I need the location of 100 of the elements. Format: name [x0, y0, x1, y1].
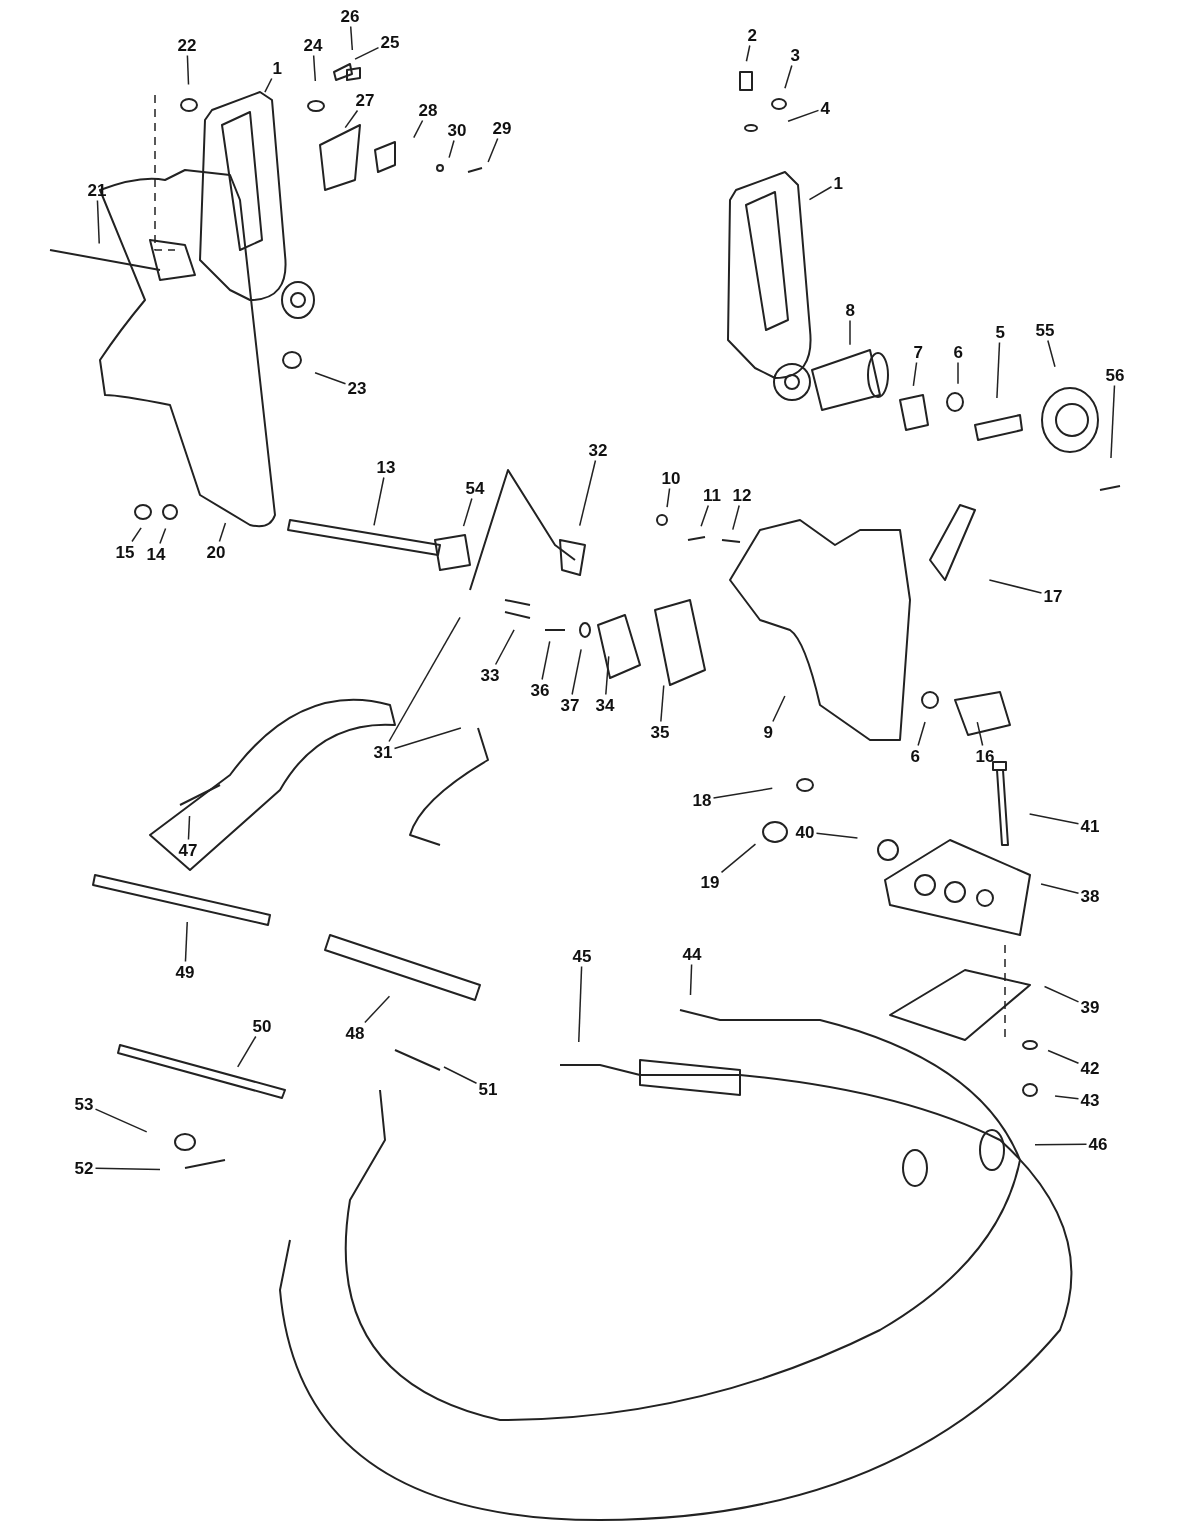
leader-line [1040, 883, 1080, 894]
callout-number: 35 [650, 722, 670, 742]
callout-number: 17 [1043, 586, 1063, 606]
leader-line [312, 54, 317, 82]
leader-line [354, 46, 380, 60]
callout-number: 1 [833, 173, 843, 193]
callout-number: 15 [115, 542, 135, 562]
leader-line [344, 109, 359, 129]
leader-line [1054, 1095, 1080, 1100]
callout-number: 9 [763, 722, 773, 742]
callout-number: 14 [146, 544, 166, 564]
callout-number: 18 [692, 790, 712, 810]
callout-number: 5 [995, 322, 1005, 342]
leader-line [571, 648, 582, 696]
callout-number: 40 [795, 822, 815, 842]
callout-number: 46 [1088, 1134, 1108, 1154]
callout-number: 24 [303, 35, 323, 55]
leader-line [94, 1167, 161, 1171]
callout-number: 6 [953, 342, 963, 362]
leader-line [605, 655, 610, 696]
leader-line [96, 199, 100, 245]
callout-number: 50 [252, 1016, 272, 1036]
leader-line [808, 186, 833, 201]
leader-line [349, 25, 354, 51]
callout-number: 41 [1080, 816, 1100, 836]
leader-line [976, 721, 984, 747]
callout-number: 31 [373, 742, 393, 762]
callout-number: 52 [74, 1158, 94, 1178]
leader-line [541, 640, 551, 681]
leader-line [314, 372, 347, 385]
callout-number: 2 [747, 25, 757, 45]
leader-line [732, 504, 740, 531]
callout-number: 49 [175, 962, 195, 982]
callout-number: 39 [1080, 997, 1100, 1017]
leader-line [494, 629, 515, 666]
leader-line [184, 921, 188, 963]
callout-number: 29 [492, 118, 512, 138]
callout-number: 26 [340, 6, 360, 26]
leader-line [787, 109, 820, 123]
callout-number: 43 [1080, 1090, 1100, 1110]
leader-line [131, 527, 142, 543]
leader-line [712, 787, 773, 799]
callout-number: 45 [572, 946, 592, 966]
leader-line [689, 963, 693, 996]
leader-line [187, 815, 191, 841]
leader-line [94, 1108, 148, 1133]
callout-number: 11 [703, 485, 721, 505]
leader-line [1034, 1143, 1088, 1146]
callout-number: 16 [975, 746, 995, 766]
leader-line [1047, 339, 1056, 368]
leader-line [988, 579, 1043, 594]
callout-number: 6 [910, 746, 920, 766]
callout-number: 56 [1105, 365, 1125, 385]
leader-line [578, 965, 583, 1043]
callout-number: 4 [820, 98, 830, 118]
callout-number: 23 [347, 378, 367, 398]
callout-number: 27 [355, 90, 375, 110]
callout-number: 25 [380, 32, 400, 52]
callout-number: 55 [1035, 320, 1055, 340]
leader-line [660, 684, 665, 723]
leader-line [388, 616, 461, 743]
callout-number: 21 [87, 180, 107, 200]
callout-number: 20 [206, 542, 226, 562]
leader-line [957, 361, 959, 385]
leader-line [1043, 985, 1080, 1003]
callout-number: 32 [588, 440, 608, 460]
callout-number: 54 [465, 478, 485, 498]
leader-line [1047, 1049, 1080, 1064]
leader-line [912, 361, 918, 387]
callout-number: 38 [1080, 886, 1100, 906]
leader-line [772, 695, 786, 723]
callout-number: 13 [376, 457, 396, 477]
callout-number: 22 [177, 35, 197, 55]
leader-line [364, 995, 391, 1024]
callout-number: 3 [790, 45, 800, 65]
leader-line [849, 319, 851, 346]
leader-line [373, 476, 385, 527]
leader-line [1028, 813, 1080, 825]
callout-number: 7 [913, 342, 923, 362]
callout-number: 1 [272, 58, 282, 78]
callout-number: 36 [530, 680, 550, 700]
leader-line [700, 504, 710, 527]
callout-number: 47 [178, 840, 198, 860]
leader-line [186, 54, 190, 86]
leader-line [393, 727, 462, 750]
leader-line [413, 119, 424, 139]
leader-line [720, 843, 757, 874]
callout-number: 48 [345, 1023, 365, 1043]
leader-line [666, 487, 671, 508]
leader-line [448, 139, 455, 159]
callout-number: 34 [595, 695, 615, 715]
callout-number: 12 [732, 485, 752, 505]
leader-line [237, 1035, 257, 1068]
leader-line [487, 137, 499, 163]
leader-line [745, 44, 751, 62]
callout-number: 53 [74, 1094, 94, 1114]
callout-number: 33 [480, 665, 500, 685]
callout-number: 42 [1080, 1058, 1100, 1078]
callout-number: 19 [700, 872, 720, 892]
leader-line [159, 527, 167, 545]
